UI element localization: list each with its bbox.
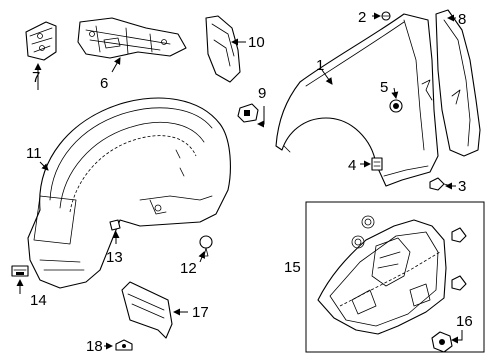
svg-text:7: 7 [32, 69, 40, 86]
svg-text:6: 6 [100, 75, 108, 92]
svg-text:8: 8 [458, 11, 466, 28]
part-15-shield-panel [317, 215, 467, 335]
svg-text:15: 15 [284, 259, 301, 276]
callout-6: 6 [100, 57, 121, 92]
svg-text:2: 2 [358, 9, 366, 26]
svg-text:10: 10 [248, 34, 265, 51]
svg-text:18: 18 [86, 338, 103, 355]
callout-8: 8 [447, 11, 466, 28]
callout-10: 10 [231, 34, 265, 51]
part-1-fender [275, 13, 439, 187]
part-2-screw [381, 11, 391, 21]
svg-text:1: 1 [316, 57, 324, 74]
callout-9: 9 [257, 85, 266, 128]
svg-text:3: 3 [458, 178, 466, 195]
callout-17: 17 [173, 304, 209, 321]
callout-18: 18 [86, 338, 113, 355]
detail-frame [305, 201, 485, 353]
callout-3: 3 [445, 178, 466, 195]
part-12-push-fastener [199, 235, 213, 257]
callout-12: 12 [180, 251, 206, 277]
part-5-grommet [389, 99, 403, 113]
svg-text:9: 9 [258, 85, 266, 102]
callout-11: 11 [26, 145, 49, 171]
part-13-push-pin [109, 219, 121, 231]
svg-text:5: 5 [380, 79, 388, 96]
part-10-bracket [205, 15, 241, 83]
callout-13: 13 [106, 231, 123, 266]
svg-text:14: 14 [30, 292, 47, 309]
part-16-fastener [431, 331, 453, 353]
callout-1: 1 [316, 57, 333, 85]
callout-16: 16 [451, 313, 473, 344]
callout-14: 14 [16, 279, 47, 309]
part-18-clip [115, 339, 133, 351]
part-3-bolt [429, 177, 453, 191]
svg-text:4: 4 [348, 157, 356, 174]
svg-text:16: 16 [456, 313, 473, 330]
part-9-clip [237, 103, 259, 123]
svg-text:11: 11 [26, 145, 42, 162]
callout-4: 4 [348, 157, 371, 174]
part-7-bracket [25, 21, 57, 61]
svg-text:12: 12 [180, 260, 197, 277]
callout-7: 7 [32, 63, 42, 90]
part-11-wheelhouse-liner [27, 97, 231, 289]
callout-15: 15 [284, 259, 301, 276]
callout-5: 5 [380, 79, 399, 99]
part-17-splash-shield [121, 281, 173, 339]
part-8-trim-strip [435, 9, 481, 157]
part-14-clip [11, 265, 29, 277]
callout-2: 2 [358, 9, 381, 26]
part-4-clip [371, 157, 383, 171]
svg-text:17: 17 [192, 304, 209, 321]
part-6-bracket-assembly [77, 17, 187, 59]
svg-text:13: 13 [106, 249, 123, 266]
